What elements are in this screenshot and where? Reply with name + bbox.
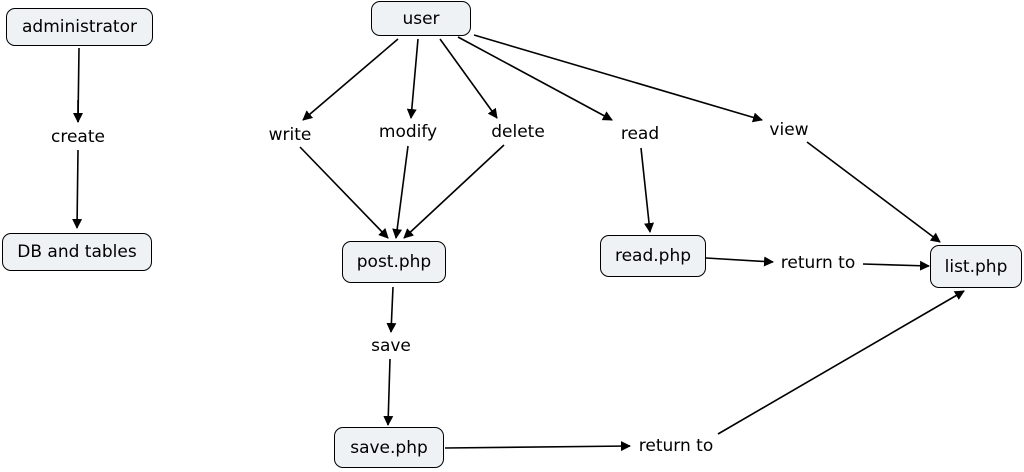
node-user[interactable]: user <box>371 1 471 36</box>
node-administrator-label: administrator <box>22 17 137 37</box>
node-db-and-tables-label: DB and tables <box>17 242 137 262</box>
link-label-delete: delete <box>488 122 548 142</box>
node-save-php-label: save.php <box>350 437 428 458</box>
edge-create-db <box>72 149 83 229</box>
edge-read-readphp <box>640 147 655 233</box>
edge-save-savephp <box>383 358 394 426</box>
link-label-read: read <box>617 124 663 144</box>
node-post-php-label: post.php <box>356 252 432 272</box>
node-post-php[interactable]: post.php <box>342 241 446 283</box>
edge-user-view <box>473 34 763 123</box>
node-list-php-label: list.php <box>944 256 1008 277</box>
edge-user-delete <box>439 38 498 119</box>
link-label-modify: modify <box>375 122 441 142</box>
link-label-create: create <box>48 127 108 147</box>
edge-returnto-list-2 <box>717 290 965 435</box>
edge-write-post <box>299 146 389 239</box>
edge-readphp-returnto <box>705 256 774 267</box>
node-administrator[interactable]: administrator <box>6 8 153 46</box>
edge-returnto-list <box>862 260 930 271</box>
node-list-php[interactable]: list.php <box>930 245 1022 288</box>
node-save-php[interactable]: save.php <box>334 427 444 468</box>
node-db-and-tables[interactable]: DB and tables <box>2 233 152 271</box>
edge-post-save <box>386 286 397 333</box>
edge-modify-post <box>392 145 409 239</box>
edge-user-read <box>457 36 613 121</box>
node-user-label: user <box>402 8 440 29</box>
link-label-return-to-read: return to <box>777 253 859 273</box>
node-read-php[interactable]: read.php <box>600 235 706 277</box>
link-label-write: write <box>265 125 315 145</box>
link-label-return-to-save: return to <box>635 436 717 456</box>
edge-view-list <box>806 141 941 243</box>
edge-savephp-returnto <box>444 441 631 452</box>
edge-user-modify <box>406 38 419 119</box>
edge-delete-post <box>403 144 505 239</box>
link-label-save: save <box>368 336 414 356</box>
edge-user-write <box>302 38 399 121</box>
node-read-php-label: read.php <box>614 246 692 266</box>
link-label-view: view <box>766 120 812 140</box>
